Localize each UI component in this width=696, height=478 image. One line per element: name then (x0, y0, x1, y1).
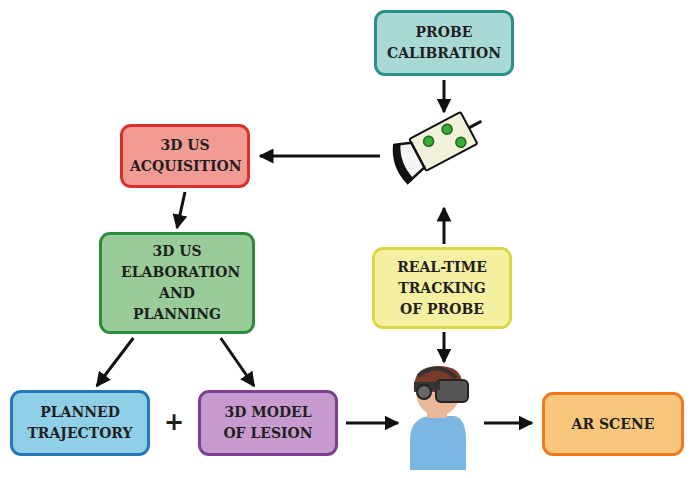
process-box: PROBE CALIBRATION (374, 10, 514, 76)
box-label: PLANNED TRAJECTORY (20, 402, 140, 444)
output-box: 3D MODEL OF LESION (198, 390, 338, 456)
box-label: 3D US ACQUISITION (130, 135, 240, 177)
box-label: REAL-TIME TRACKING OF PROBE (386, 257, 498, 320)
output-box: PLANNED TRAJECTORY (10, 390, 150, 456)
box-label: 3D MODEL OF LESION (216, 402, 320, 444)
process-box: REAL-TIME TRACKING OF PROBE (372, 247, 512, 329)
flow-arrow (221, 338, 254, 386)
output-box: AR SCENE (542, 392, 684, 456)
ultrasound-probe (387, 104, 491, 184)
process-box: 3D US ACQUISITION (120, 124, 250, 188)
box-label: 3D US ELABORATION AND PLANNING (121, 241, 233, 325)
flow-arrow (177, 192, 185, 228)
flow-arrow (97, 338, 134, 386)
box-label: PROBE CALIBRATION (384, 22, 504, 64)
process-box: 3D US ELABORATION AND PLANNING (99, 232, 255, 334)
plus-sign: + (164, 408, 184, 436)
box-label: AR SCENE (572, 414, 655, 435)
person-with-headset (410, 366, 468, 470)
flow-arrows (260, 80, 532, 423)
